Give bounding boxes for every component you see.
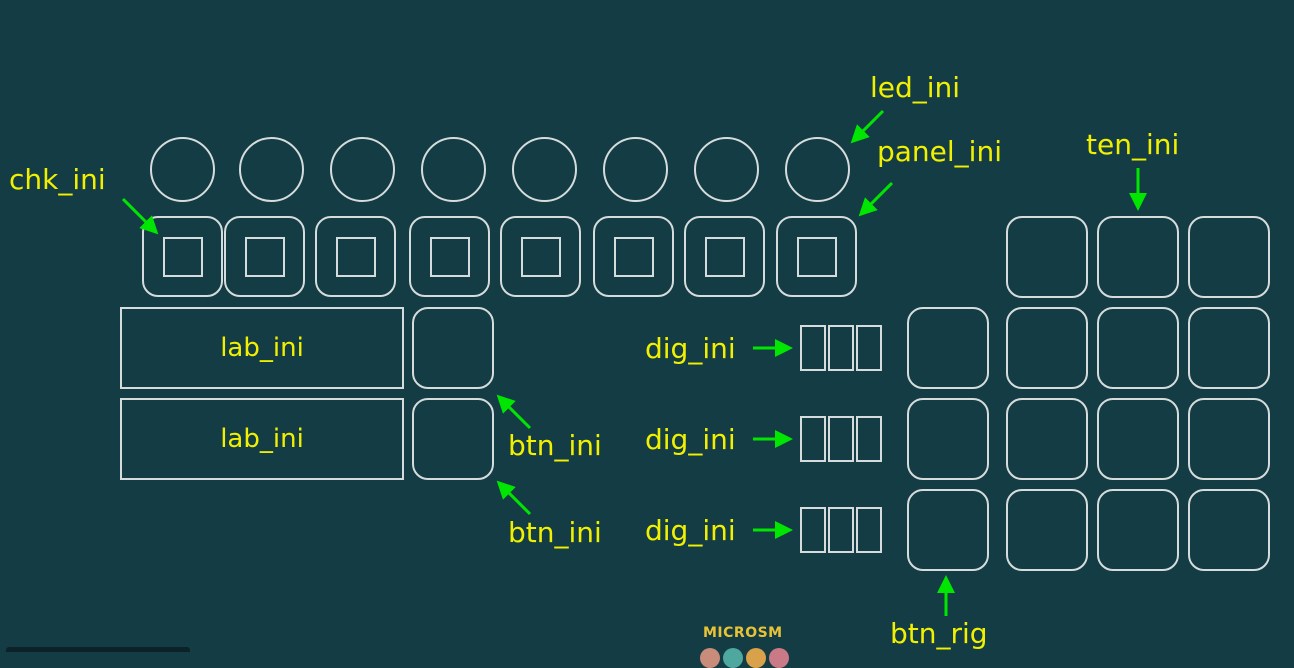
- checkbox-7[interactable]: [705, 237, 745, 277]
- digit-1-3: [856, 325, 882, 371]
- label-text: lab_ini: [220, 424, 304, 454]
- grid-button-3-2[interactable]: [1006, 489, 1088, 571]
- logo-dot-2: [723, 648, 743, 668]
- panel-3: [315, 216, 396, 297]
- digit-3-3: [856, 507, 882, 553]
- grid-button-1-4[interactable]: [1188, 307, 1270, 389]
- label-box-1: lab_ini: [120, 307, 404, 389]
- annotation-led-ini: led_ini: [870, 71, 961, 104]
- arrow-btn-ini-1: [496, 394, 532, 430]
- checkbox-8[interactable]: [797, 237, 837, 277]
- digit-3-1: [800, 507, 826, 553]
- checkbox-6[interactable]: [614, 237, 654, 277]
- led-6: [603, 137, 668, 202]
- grid-button-2-2[interactable]: [1006, 398, 1088, 480]
- btn-rig-2[interactable]: [907, 398, 989, 480]
- annotation-dig-ini-3: dig_ini: [645, 514, 736, 547]
- checkbox-3[interactable]: [336, 237, 376, 277]
- btn-rig-3[interactable]: [907, 489, 989, 571]
- checkbox-2[interactable]: [245, 237, 285, 277]
- digit-3-2: [828, 507, 854, 553]
- grid-button-2-3[interactable]: [1097, 398, 1179, 480]
- panel-5: [500, 216, 581, 297]
- panel-2: [224, 216, 305, 297]
- digit-1-1: [800, 325, 826, 371]
- checkbox-1[interactable]: [163, 237, 203, 277]
- annotation-panel-ini: panel_ini: [877, 135, 1002, 168]
- digit-1-2: [828, 325, 854, 371]
- led-7: [694, 137, 759, 202]
- btn-rig-1[interactable]: [907, 307, 989, 389]
- arrow-btn-ini-2: [496, 480, 532, 516]
- ten-button-3[interactable]: [1188, 216, 1270, 298]
- grid-button-1-2[interactable]: [1006, 307, 1088, 389]
- digit-2-3: [856, 416, 882, 462]
- digit-2-2: [828, 416, 854, 462]
- checkbox-5[interactable]: [521, 237, 561, 277]
- logo-dot-4: [769, 648, 789, 668]
- grid-button-3-3[interactable]: [1097, 489, 1179, 571]
- panel-1: [142, 216, 223, 297]
- digit-2-1: [800, 416, 826, 462]
- panel-4: [409, 216, 490, 297]
- taskbar-tab[interactable]: [6, 647, 190, 652]
- annotation-btn-rig: btn_rig: [890, 617, 988, 650]
- annotation-ten-ini: ten_ini: [1086, 128, 1180, 161]
- led-8: [785, 137, 850, 202]
- logo-dot-3: [746, 648, 766, 668]
- logo-text: MICROSM: [703, 625, 783, 641]
- btn-ini-1[interactable]: [412, 307, 494, 389]
- panel-7: [684, 216, 765, 297]
- logo-dot-1: [700, 648, 720, 668]
- arrow-panel-ini: [858, 181, 894, 217]
- annotation-dig-ini-1: dig_ini: [645, 332, 736, 365]
- led-2: [239, 137, 304, 202]
- panel-8: [776, 216, 857, 297]
- led-1: [150, 137, 215, 202]
- ten-button-2[interactable]: [1097, 216, 1179, 298]
- led-4: [421, 137, 486, 202]
- annotation-btn-ini-1: btn_ini: [508, 429, 602, 462]
- btn-ini-2[interactable]: [412, 398, 494, 480]
- checkbox-4[interactable]: [430, 237, 470, 277]
- ten-button-1[interactable]: [1006, 216, 1088, 298]
- led-5: [512, 137, 577, 202]
- led-3: [330, 137, 395, 202]
- grid-button-1-3[interactable]: [1097, 307, 1179, 389]
- panel-6: [593, 216, 674, 297]
- annotation-dig-ini-2: dig_ini: [645, 423, 736, 456]
- arrow-led-ini: [850, 109, 885, 144]
- label-box-2: lab_ini: [120, 398, 404, 480]
- label-text: lab_ini: [220, 333, 304, 363]
- annotation-chk-ini: chk_ini: [9, 163, 106, 196]
- grid-button-3-4[interactable]: [1188, 489, 1270, 571]
- annotation-btn-ini-2: btn_ini: [508, 516, 602, 549]
- grid-button-2-4[interactable]: [1188, 398, 1270, 480]
